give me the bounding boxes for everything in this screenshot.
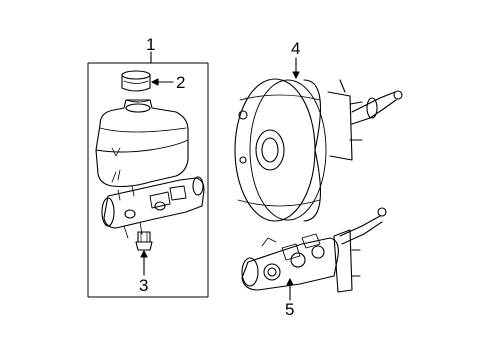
callout-5: 5 [285,300,295,319]
pressure-sensor-icon [135,231,153,251]
master-cylinder-icon [95,99,205,239]
callout-2: 2 [176,73,186,92]
master-cylinder-group-frame [87,62,209,298]
leader-arrow-3 [140,250,148,276]
leader-arrow-4 [292,57,300,79]
callout-4: 4 [291,39,301,58]
callout-1: 1 [146,35,156,54]
hydraulic-booster-icon [241,207,387,293]
callout-3: 3 [139,276,149,295]
reservoir-cap-icon [121,70,151,92]
brake-booster-icon [234,78,403,222]
leader-arrow-5 [286,278,294,301]
leader-arrow-2 [151,78,174,86]
